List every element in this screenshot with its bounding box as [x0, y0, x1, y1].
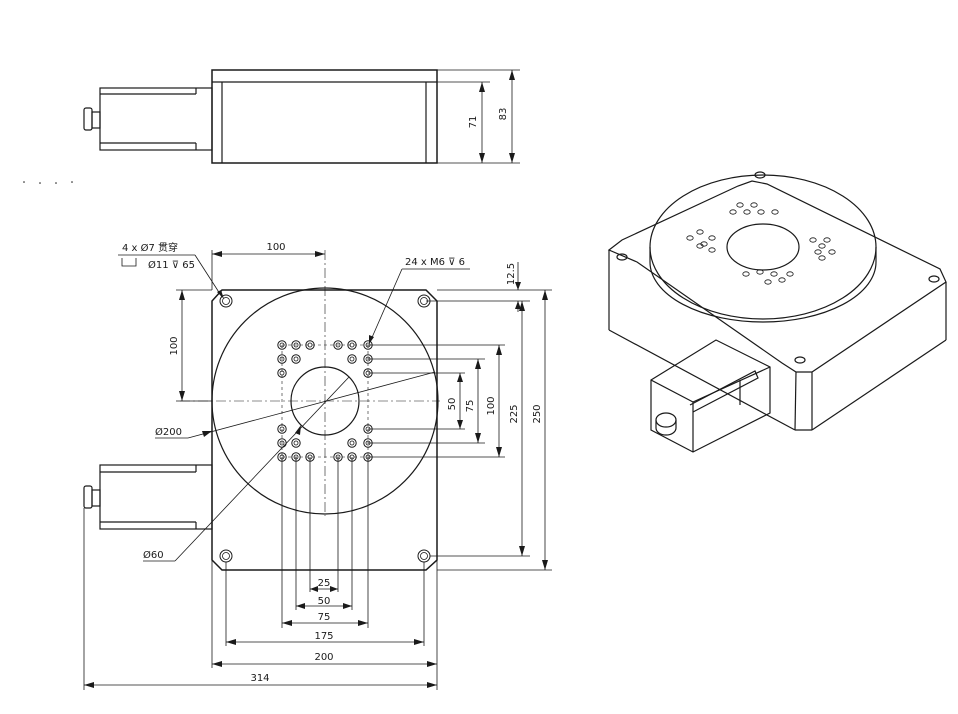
iso-m6-hole — [770, 271, 778, 277]
label-dia-200: Ø200 — [155, 426, 182, 438]
iso-m6-hole — [809, 237, 817, 243]
iso-turntable-top — [649, 174, 877, 320]
dim-12-5: 12.5 — [506, 263, 517, 285]
label-dia-60: Ø60 — [143, 549, 164, 561]
iso-m6-hole — [696, 229, 704, 235]
dim-left-100: 100 — [169, 336, 180, 355]
iso-m6-hole — [736, 202, 744, 208]
callout-counterbore: Ø11 ⊽ 65 — [148, 259, 195, 271]
dim-75-vertical: 75 — [465, 400, 476, 413]
dim-25: 25 — [318, 578, 331, 589]
side-view-motor — [83, 87, 213, 151]
iso-m6-hole — [814, 249, 822, 255]
dim-top-100: 100 — [266, 242, 285, 253]
dim-200: 200 — [314, 652, 333, 663]
dim-225: 225 — [509, 404, 520, 423]
iso-m6-hole — [757, 209, 765, 215]
plan-view-motor — [83, 464, 213, 690]
isometric-view — [607, 171, 947, 453]
callout-m6-threads: 24 x M6 ⊽ 6 — [405, 257, 465, 268]
dim-50-vertical: 50 — [447, 398, 458, 411]
iso-m6-hole — [828, 249, 836, 255]
iso-m6-hole — [786, 271, 794, 277]
iso-motor — [650, 339, 771, 453]
iso-m6-hole — [708, 247, 716, 253]
dim-83-label: 83 — [498, 108, 509, 121]
iso-center-bore — [726, 223, 800, 271]
dim-100-vertical: 100 — [486, 396, 497, 415]
iso-m6-hole — [756, 269, 764, 275]
iso-m6-hole — [771, 209, 779, 215]
iso-m6-hole — [686, 235, 694, 241]
dim-314: 314 — [250, 673, 269, 684]
iso-m6-hole — [729, 209, 737, 215]
iso-m6-hole — [823, 237, 831, 243]
dim-71-label: 71 — [468, 116, 479, 129]
iso-m6-hole — [778, 277, 786, 283]
iso-m6-hole — [742, 271, 750, 277]
iso-m6-hole — [764, 279, 772, 285]
dim-75-horizontal: 75 — [318, 612, 331, 623]
iso-m6-hole — [696, 243, 704, 249]
plan-view: 100 100 12.5 250 225 100 — [83, 241, 552, 690]
iso-base-top — [607, 180, 947, 373]
side-view-body — [211, 69, 438, 164]
dim-175: 175 — [314, 631, 333, 642]
iso-m6-hole — [818, 243, 826, 249]
iso-m6-hole — [750, 202, 758, 208]
iso-m6-hole — [708, 235, 716, 241]
dim-250: 250 — [532, 404, 543, 423]
callout-through-holes: 4 x Ø7 贯穿 — [122, 241, 178, 254]
iso-m6-hole — [743, 209, 751, 215]
iso-m6-hole — [818, 255, 826, 261]
dim-50-horizontal: 50 — [318, 596, 331, 607]
side-view: 71 83 — [23, 69, 520, 184]
base-plate-outline — [211, 289, 438, 571]
